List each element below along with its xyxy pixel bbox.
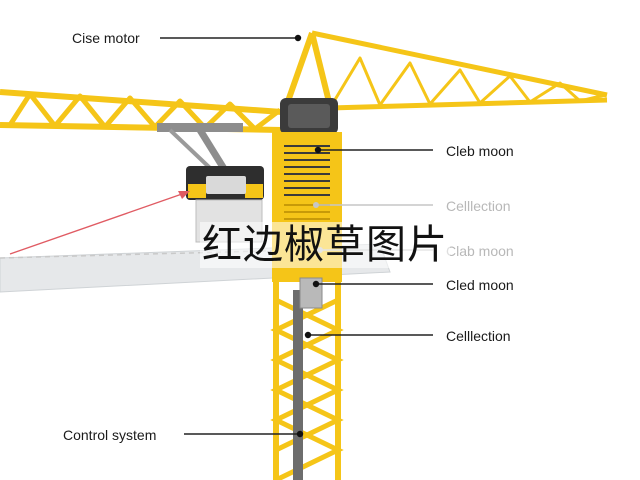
red-arrow (9, 193, 183, 255)
label-cleb-moon: Cleb moon (446, 143, 514, 159)
red-arrowhead (178, 191, 190, 199)
climbing-ladder (293, 290, 303, 480)
leader-lines (160, 37, 433, 435)
tower-vents (284, 145, 330, 220)
trolley (157, 123, 264, 243)
crane-apex (284, 32, 333, 107)
label-control-system: Control system (63, 427, 157, 443)
tower-lattice (270, 280, 344, 480)
label-celllection: Celllection (446, 328, 511, 344)
label-clab-moon: Clab moon (446, 243, 514, 259)
label-cise-motor: Cise motor (72, 30, 140, 46)
label-celllection-faded: Celllection (446, 198, 511, 214)
label-cled-moon: Cled moon (446, 277, 514, 293)
leader-dots (294, 34, 322, 438)
watermark-text: 红边椒草图片 (200, 222, 450, 268)
main-jib (311, 30, 608, 111)
